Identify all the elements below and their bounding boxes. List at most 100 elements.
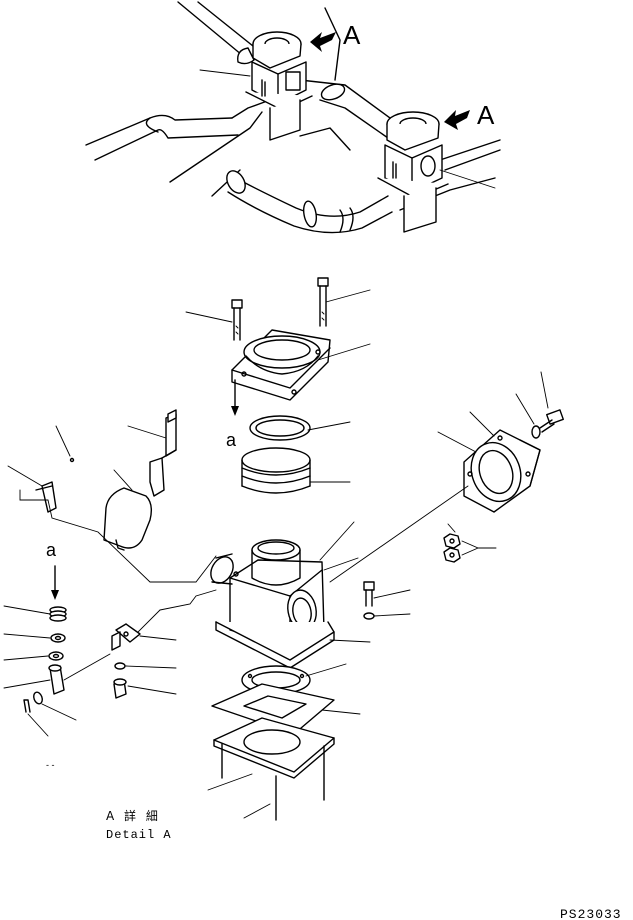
leader-line xyxy=(373,613,411,617)
flange-collar-base xyxy=(245,355,319,375)
leader-line xyxy=(540,371,549,409)
leader-line xyxy=(319,521,355,561)
flange-collar xyxy=(243,335,321,369)
bolt-head xyxy=(317,277,329,287)
group-outline xyxy=(19,489,217,583)
leader-line xyxy=(439,169,496,189)
leader-line xyxy=(305,663,347,677)
leader-line xyxy=(27,713,49,737)
section-a-label-upper: a xyxy=(226,430,237,450)
side-flange-hole xyxy=(467,471,473,477)
nut xyxy=(443,547,461,563)
leader-line xyxy=(317,343,371,361)
view-a-label-right: A xyxy=(477,100,495,130)
flange-hole xyxy=(315,349,321,355)
left-valve-collar xyxy=(252,43,302,69)
hose-clamp xyxy=(302,200,318,228)
side-washer xyxy=(363,612,375,620)
link-block-hole xyxy=(123,631,129,637)
left-valve-bracket xyxy=(269,99,301,141)
leader-line xyxy=(3,605,51,615)
center-valve-box xyxy=(210,521,411,669)
leader-line xyxy=(373,589,411,599)
view-a-label-left: A xyxy=(343,20,361,50)
leader-line xyxy=(321,709,361,715)
gasket-hole xyxy=(247,673,253,679)
leader-line xyxy=(3,655,49,661)
cover-plate xyxy=(103,487,153,549)
bolt-thread xyxy=(235,325,239,335)
flange-plate-edge xyxy=(231,347,331,389)
leader-line xyxy=(469,411,495,437)
frame-line xyxy=(299,127,351,151)
leader-line xyxy=(199,69,251,77)
washer-hole xyxy=(52,653,60,659)
lever-link xyxy=(161,449,177,459)
group-outline xyxy=(159,589,217,611)
left-valve-box xyxy=(237,31,313,141)
left-valve-bolt xyxy=(261,79,266,97)
leader-line xyxy=(515,393,535,425)
center-box-base-flange xyxy=(215,621,335,661)
leader-line xyxy=(307,421,351,431)
section-a-arrowhead-left xyxy=(51,590,59,600)
base-plate-thickness xyxy=(213,737,335,779)
nut-hole xyxy=(449,538,455,544)
upper-flange-group: a xyxy=(185,277,371,494)
left-pipe-bend xyxy=(145,117,159,133)
right-flange-group xyxy=(329,371,564,583)
nut xyxy=(443,533,461,549)
sleeve-rib xyxy=(241,467,311,476)
top-frame xyxy=(324,7,341,81)
leader-line xyxy=(3,633,51,639)
gasket-hole xyxy=(299,673,305,679)
left-valve-window xyxy=(285,71,301,91)
hose-bellows xyxy=(339,207,354,233)
side-flange-hole xyxy=(497,435,503,441)
right-valve-bolt xyxy=(392,161,397,179)
small-pin xyxy=(69,457,75,463)
top-assembly: A A xyxy=(85,1,501,234)
small-washer xyxy=(531,425,541,439)
cross-pipe xyxy=(319,99,389,139)
right-valve-bracket xyxy=(403,187,437,233)
center-box-inlet-neck xyxy=(211,553,233,585)
leader-line xyxy=(139,635,177,641)
pin-washer xyxy=(33,691,43,705)
figure-code: PS23033 xyxy=(560,907,622,920)
bolt-shank xyxy=(233,307,241,341)
hose-upper-edge xyxy=(231,175,389,217)
hose-end-clamp xyxy=(226,170,246,194)
sleeve-bottom xyxy=(241,485,311,494)
left-valve-lever xyxy=(237,47,255,65)
side-bolt-head xyxy=(363,581,375,591)
cotter-pin xyxy=(23,699,31,713)
bolt-shank xyxy=(319,285,327,327)
right-valve-collar xyxy=(386,123,440,151)
side-flange-ring xyxy=(470,441,522,503)
leader-line xyxy=(55,425,71,457)
leader-line xyxy=(437,431,477,453)
frame-line xyxy=(231,99,271,119)
leader-line xyxy=(7,465,43,487)
section-a-label-left: a xyxy=(46,540,57,560)
leader-line xyxy=(185,311,233,323)
gasket-ring-inner xyxy=(255,419,305,437)
spring-coil xyxy=(49,614,67,622)
view-a-arrow-left xyxy=(310,32,336,52)
frame-line xyxy=(169,111,263,183)
bolt-left xyxy=(231,299,243,341)
leader-line xyxy=(207,773,253,791)
lever-bracket xyxy=(149,457,165,497)
hose-lower-edge xyxy=(227,191,393,234)
cover-plate-tab xyxy=(115,539,125,551)
section-a-arrowhead xyxy=(231,406,239,416)
leader-line xyxy=(325,289,371,303)
leader-line xyxy=(447,523,456,533)
leader-bracket xyxy=(461,540,497,556)
pipe-end xyxy=(320,83,346,101)
side-flange-edge xyxy=(519,439,541,487)
link-washer xyxy=(114,662,126,670)
top-pipe-line xyxy=(197,1,259,51)
